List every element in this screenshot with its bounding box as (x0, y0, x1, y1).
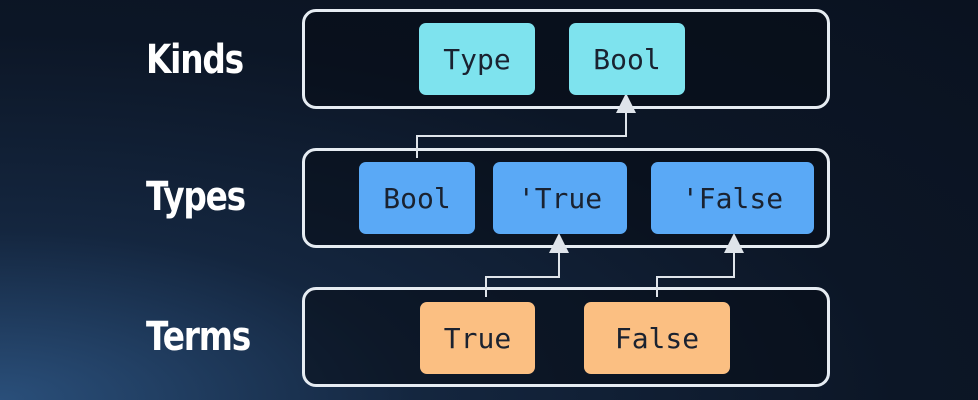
row-label-terms: Terms (146, 314, 251, 360)
type-node-true: 'True (493, 162, 627, 234)
row-label-types: Types (146, 174, 246, 220)
kinds-layer (302, 9, 830, 109)
kind-node-type: Type (419, 23, 535, 95)
row-label-kinds: Kinds (146, 37, 244, 83)
term-node-true: True (420, 302, 535, 374)
type-node-bool: Bool (359, 162, 475, 234)
type-node-false: 'False (651, 162, 814, 234)
terms-layer (302, 287, 830, 387)
term-node-false: False (584, 302, 730, 374)
kind-node-bool: Bool (569, 23, 685, 95)
